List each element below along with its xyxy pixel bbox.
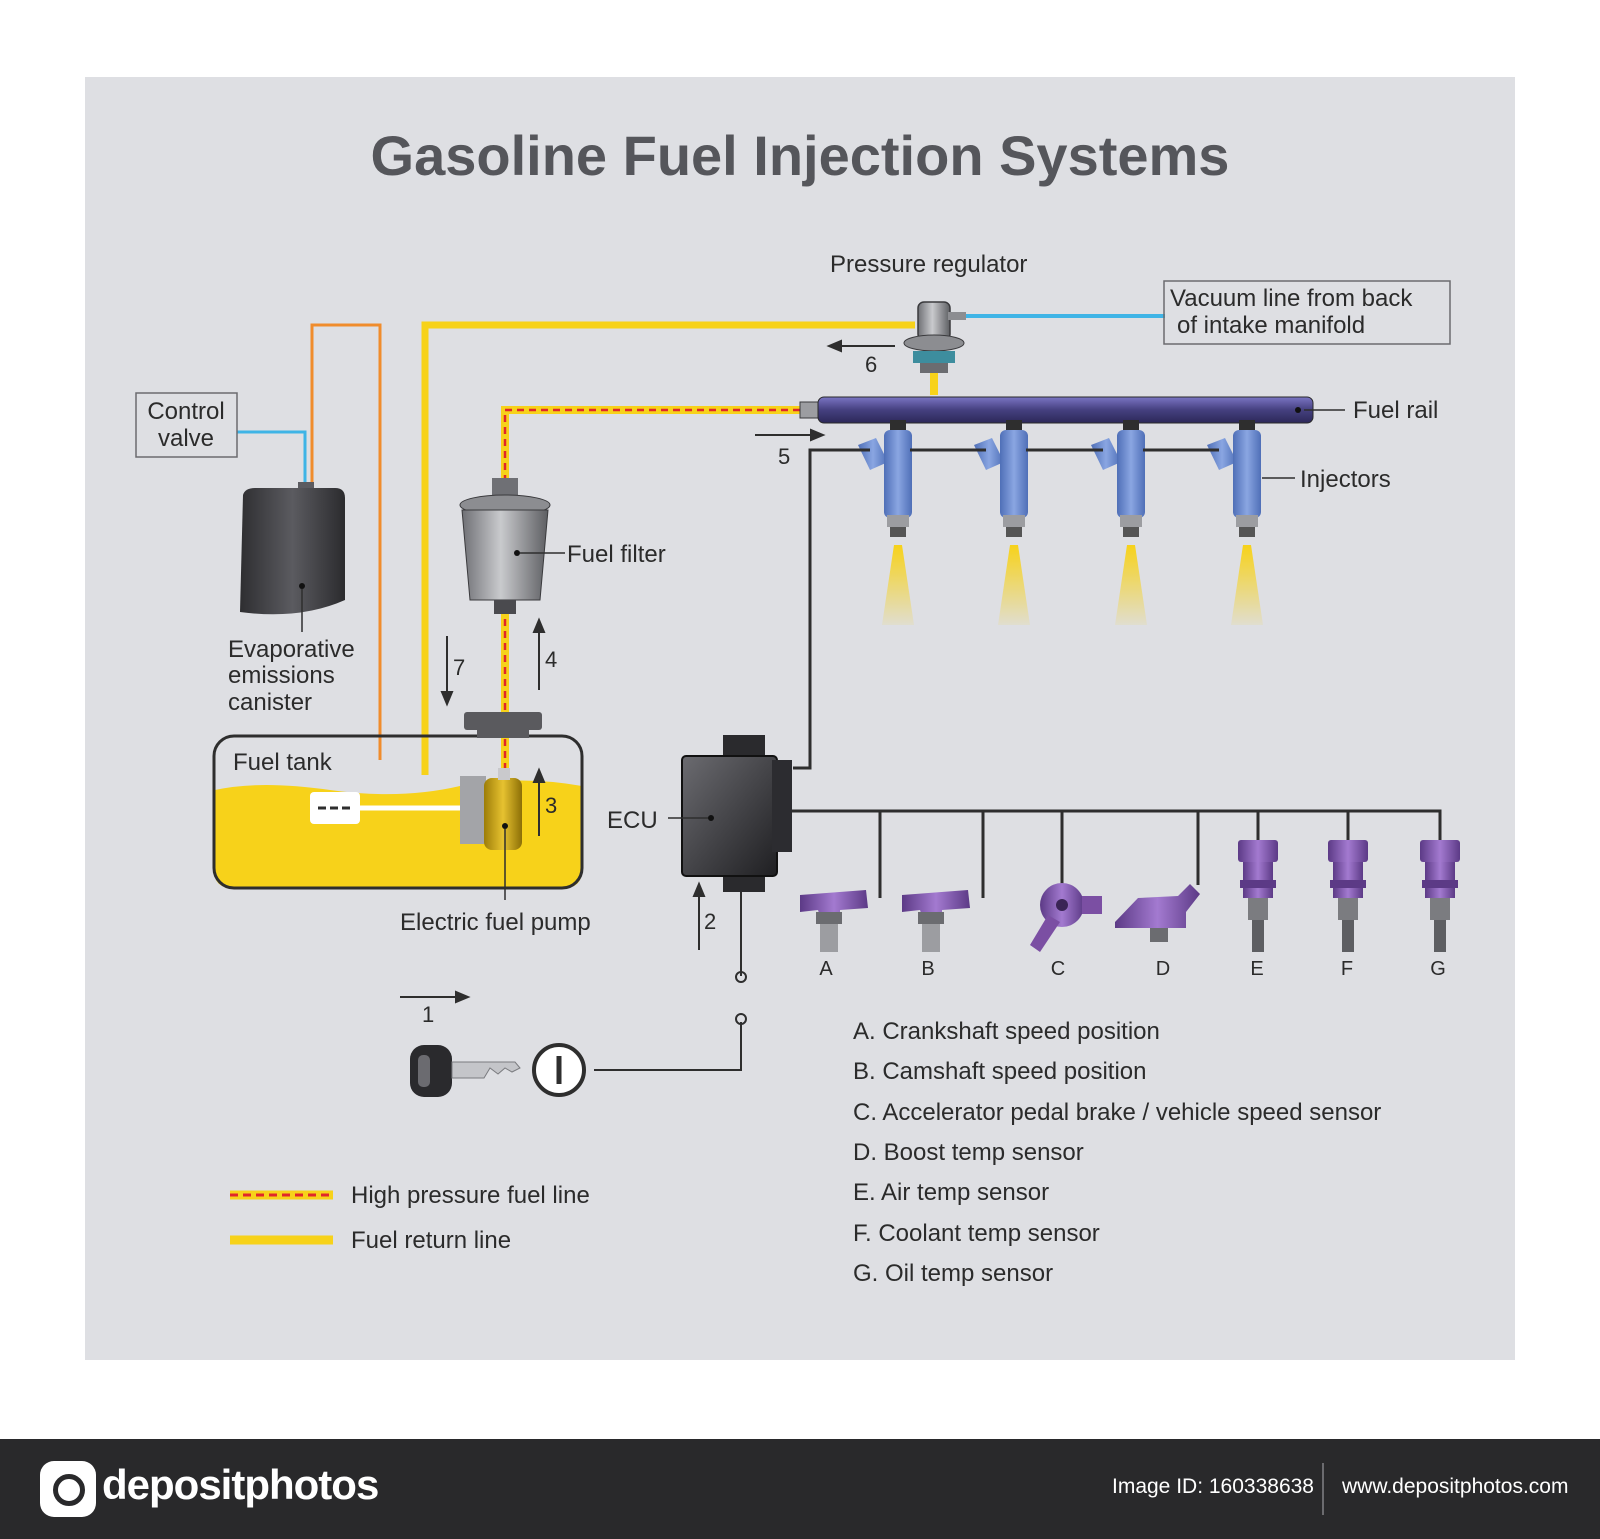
flow-number-7: 7: [453, 655, 465, 680]
sensor-list-item: A. Crankshaft speed position: [853, 1018, 1160, 1045]
sensor-a: [800, 890, 868, 952]
injector-3: [1091, 420, 1147, 625]
injectors: [793, 420, 1295, 770]
label-pressure-regulator: Pressure regulator: [830, 251, 1027, 278]
flow-number-3: 3: [545, 793, 557, 818]
sensor-letter-c: C: [1051, 958, 1065, 980]
ignition-key: [410, 1045, 521, 1097]
control-valve-label-box: [135, 392, 238, 458]
sensor-letter-a: A: [819, 958, 833, 980]
footer-bar: depositphotos Image ID: 160338638 www.de…: [0, 1439, 1600, 1539]
sensor-c: [1030, 883, 1102, 952]
diagram-panel: [85, 77, 1515, 1360]
vacuum-label-box: [1163, 280, 1451, 345]
legend: High pressure fuel line Fuel return line: [230, 1182, 590, 1254]
sensor-list-item: B. Camshaft speed position: [853, 1058, 1147, 1085]
sensor-d: [1115, 884, 1200, 942]
sensor-list-item: C. Accelerator pedal brake / vehicle spe…: [853, 1099, 1381, 1126]
ignition-switch-icon: [532, 1013, 747, 1097]
sensor-list-item: E. Air temp sensor: [853, 1179, 1049, 1206]
flow-number-1: 1: [422, 1002, 434, 1027]
sensor-list-item: F. Coolant temp sensor: [853, 1220, 1100, 1247]
label-injectors: Injectors: [1300, 466, 1391, 493]
sensor-e: [1238, 840, 1278, 952]
site-link[interactable]: www.depositphotos.com: [1342, 1475, 1569, 1498]
legend-high-pressure: High pressure fuel line: [351, 1182, 590, 1209]
label-evaporative-2: emissions: [228, 662, 335, 689]
sensor-list-item: G. Oil temp sensor: [853, 1260, 1053, 1287]
fuel-rail: [799, 396, 1345, 424]
legend-return: Fuel return line: [351, 1227, 511, 1254]
image-id: Image ID: 160338638: [1112, 1475, 1314, 1498]
sensor-b: [902, 890, 970, 952]
high-pressure-fuel-line: [501, 406, 800, 770]
sensor-list: A. Crankshaft speed position B. Camshaft…: [853, 1018, 1381, 1287]
label-vacuum-line-2: of intake manifold: [1177, 312, 1365, 339]
label-fuel-filter: Fuel filter: [567, 541, 666, 568]
sensor-letter-e: E: [1250, 958, 1263, 980]
evaporative-canister: [240, 482, 345, 632]
page-title: Gasoline Fuel Injection Systems: [371, 124, 1230, 187]
pressure-regulator: [903, 301, 966, 395]
sensor-letter-b: B: [921, 958, 934, 980]
label-control-valve-1: Control: [147, 398, 224, 425]
fuel-filter: [459, 478, 565, 614]
label-evaporative-3: canister: [228, 689, 312, 716]
sensor-f: [1328, 840, 1368, 952]
sensor-wiring: [792, 809, 1442, 898]
sensor-g: [1420, 840, 1460, 952]
flow-number-5: 5: [778, 444, 790, 469]
flow-number-4: 4: [545, 647, 557, 672]
label-evaporative-1: Evaporative: [228, 636, 355, 663]
sensor-letter-f: F: [1341, 958, 1353, 980]
flow-number-2: 2: [704, 909, 716, 934]
flow-number-6: 6: [865, 352, 877, 377]
sensor-list-item: D. Boost temp sensor: [853, 1139, 1084, 1166]
brand-name: depositphotos: [102, 1461, 379, 1508]
sensor-letter-d: D: [1156, 958, 1170, 980]
sensor-letter-g: G: [1430, 958, 1446, 980]
vent-line: [310, 323, 382, 760]
ecu: [668, 735, 792, 983]
fuel-tank: [212, 712, 584, 890]
label-control-valve-2: valve: [158, 425, 214, 452]
footer-divider: [1322, 1463, 1324, 1515]
camera-logo-icon: [40, 1461, 96, 1517]
label-ecu: ECU: [607, 807, 658, 834]
label-electric-fuel-pump: Electric fuel pump: [400, 909, 591, 936]
label-fuel-tank: Fuel tank: [233, 749, 333, 776]
fuel-injection-diagram: Gasoline Fuel Injection Systems: [135, 124, 1460, 1287]
electric-fuel-pump: [460, 768, 522, 900]
label-vacuum-line-1: Vacuum line from back: [1170, 285, 1413, 312]
fuel-return-line: [421, 321, 915, 775]
flow-arrows: [400, 339, 895, 1004]
control-valve-line: [237, 430, 307, 485]
injector-2: [974, 420, 1030, 625]
label-fuel-rail: Fuel rail: [1353, 397, 1438, 424]
injector-4: [1207, 420, 1263, 625]
injector-1: [858, 420, 914, 625]
